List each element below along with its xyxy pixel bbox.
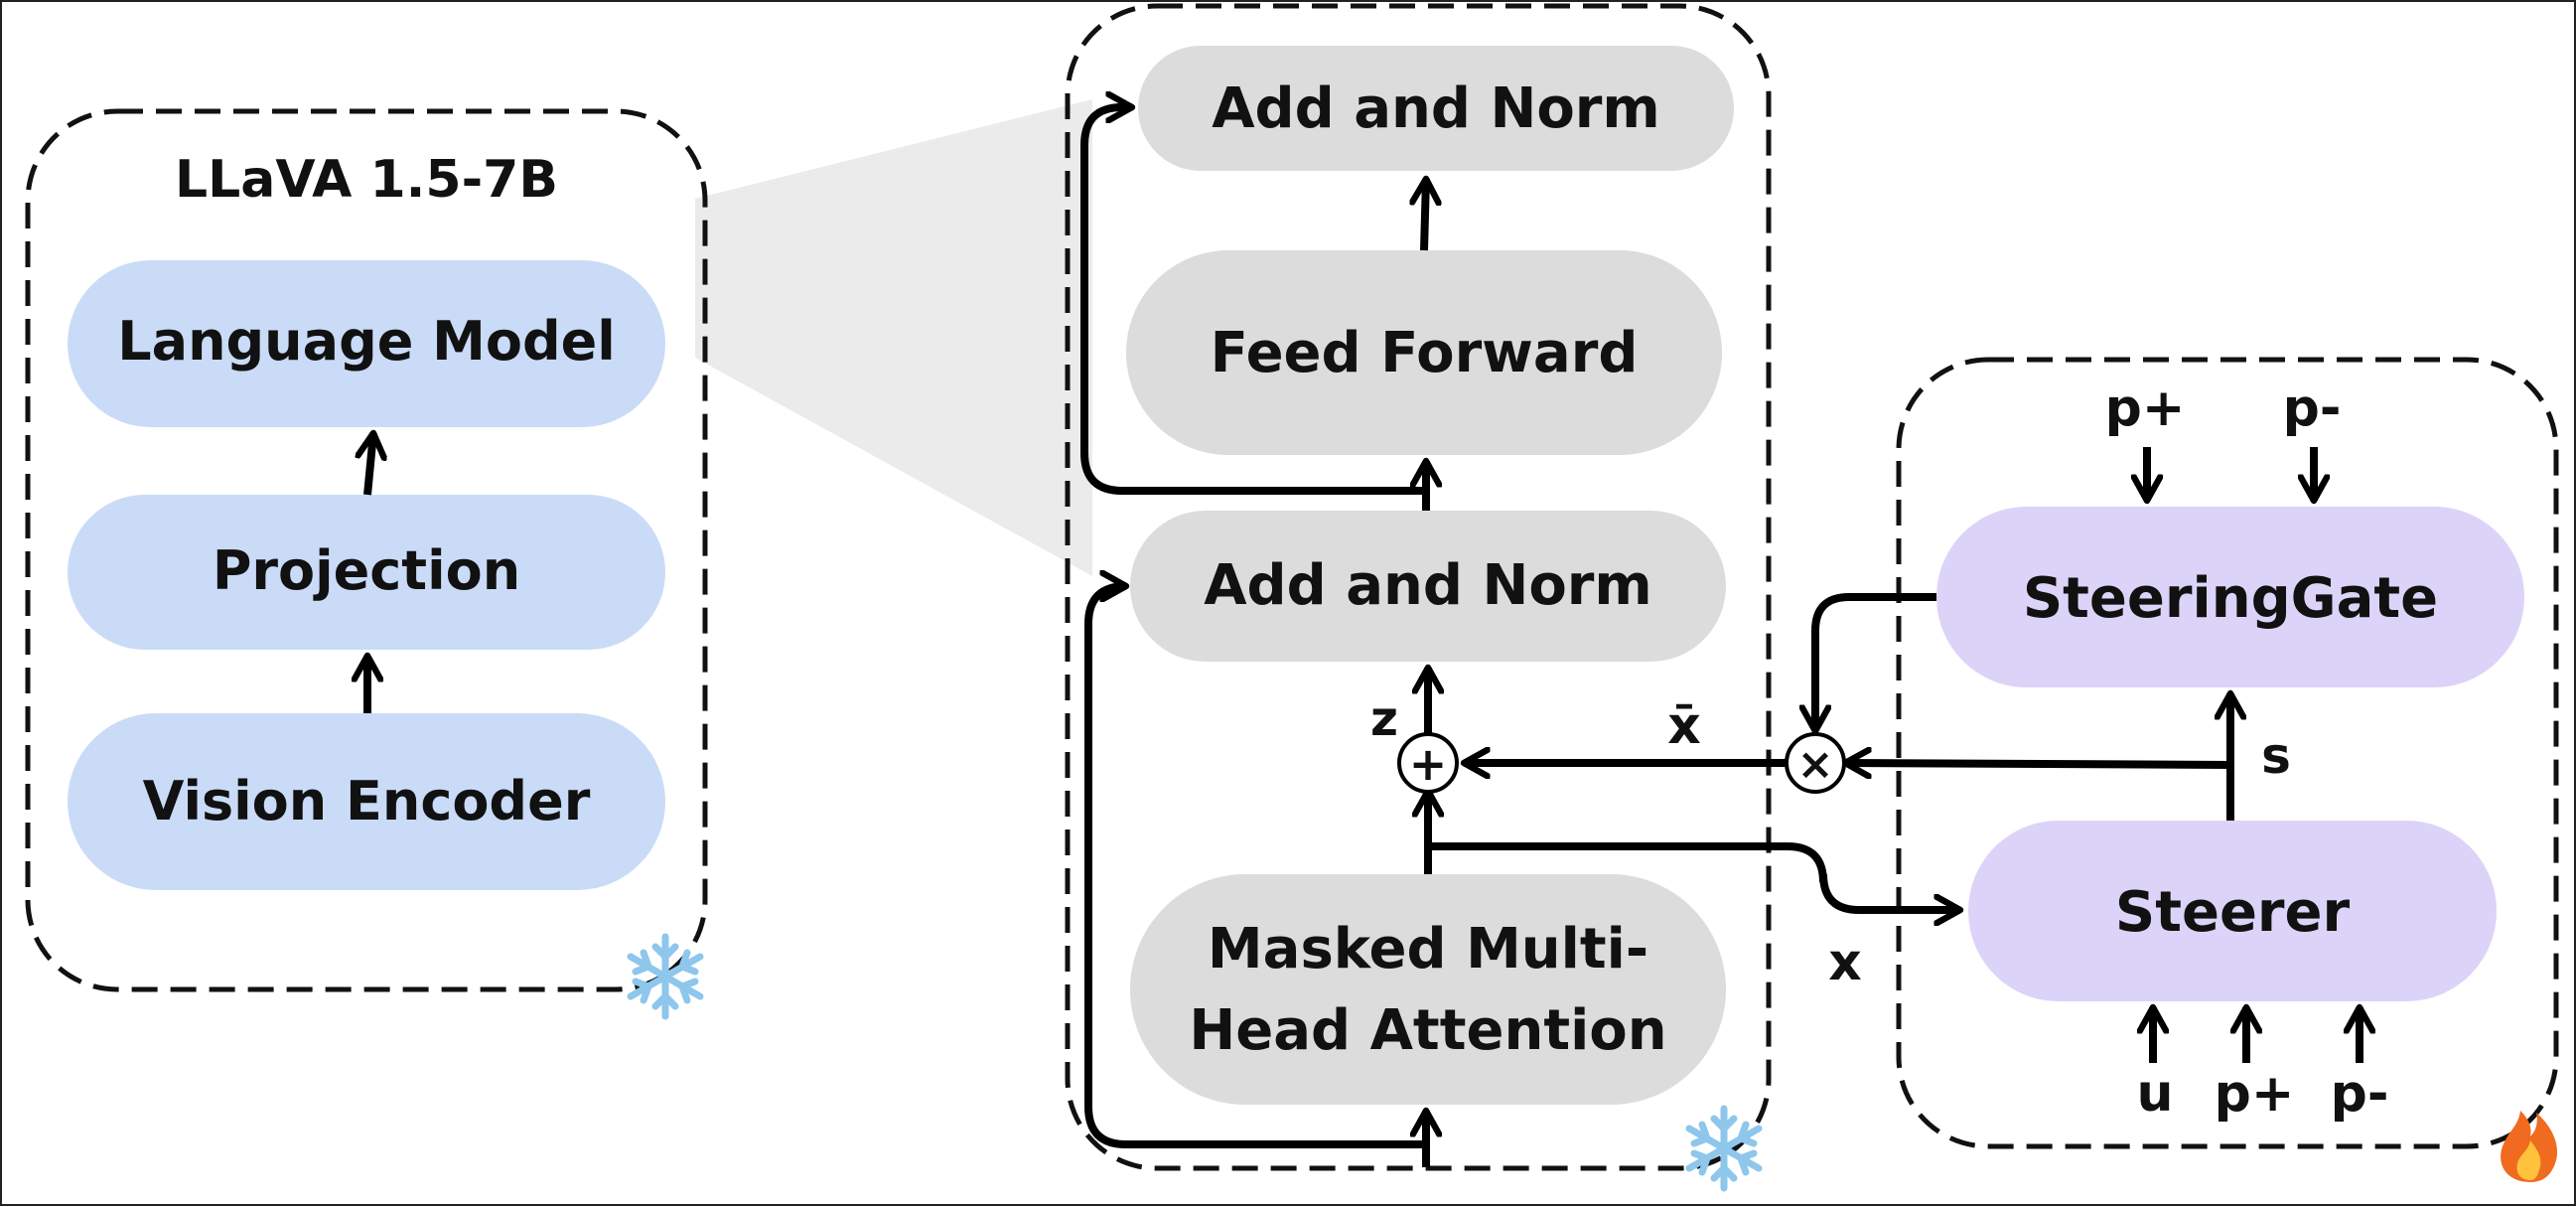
x-label: x	[1828, 933, 1862, 992]
steering-gate-label: SteeringGate	[2023, 566, 2438, 631]
z-label: z	[1370, 691, 1398, 747]
add-norm-top-label: Add and Norm	[1212, 76, 1660, 141]
attention-label-line1: Masked Multi-	[1208, 917, 1648, 981]
masked-attention-block	[1130, 874, 1726, 1105]
zoom-wedge	[695, 99, 1092, 576]
gate-input-p-plus: p+	[2105, 378, 2186, 438]
fire-icon	[2501, 1111, 2558, 1182]
snowflake-icon	[627, 933, 704, 1020]
attention-label-line2: Head Attention	[1189, 998, 1666, 1063]
steerer-input-u: u	[2136, 1064, 2173, 1124]
x-bar-label: x̄	[1667, 696, 1701, 756]
feed-forward-label: Feed Forward	[1211, 321, 1639, 385]
steerer-label: Steerer	[2115, 880, 2351, 945]
arrow-ff-to-addnorm	[1424, 179, 1426, 251]
residual-arrow-top	[1080, 107, 1426, 495]
s-label: s	[2261, 727, 2291, 785]
residual-arrow-bottom	[1084, 586, 1426, 1148]
language-model-label: Language Model	[117, 310, 616, 373]
projection-block	[68, 495, 665, 650]
llava-panel	[25, 108, 708, 992]
multiply-operator-symbol: ×	[1797, 739, 1834, 790]
add-norm-bottom-label: Add and Norm	[1204, 553, 1652, 618]
steerer-block	[1968, 821, 2497, 1001]
arrow-x-to-steerer	[1428, 842, 1960, 910]
arrow-projection-to-lm	[367, 433, 373, 496]
arrow-gate-to-multiply	[1815, 593, 1936, 731]
add-norm-top-block	[1138, 46, 1734, 171]
add-norm-bottom-block	[1130, 511, 1726, 662]
arrow-s-to-multiply	[1845, 763, 2231, 765]
vision-encoder-label: Vision Encoder	[143, 770, 591, 832]
steerer-input-p-minus: p-	[2331, 1064, 2389, 1124]
feed-forward-block	[1126, 250, 1722, 455]
snowflake-icon	[1685, 1105, 1763, 1192]
steering-panel	[1896, 357, 2559, 1149]
steering-gate-block	[1936, 507, 2524, 687]
add-operator-symbol: +	[1409, 737, 1448, 791]
steerer-input-p-plus: p+	[2215, 1064, 2295, 1124]
add-operator	[1397, 732, 1459, 794]
llava-title: LLaVA 1.5-7B	[175, 150, 558, 210]
projection-label: Projection	[213, 539, 520, 602]
vision-encoder-block	[68, 713, 665, 890]
gate-input-p-minus: p-	[2283, 378, 2342, 438]
language-model-block	[68, 260, 665, 427]
